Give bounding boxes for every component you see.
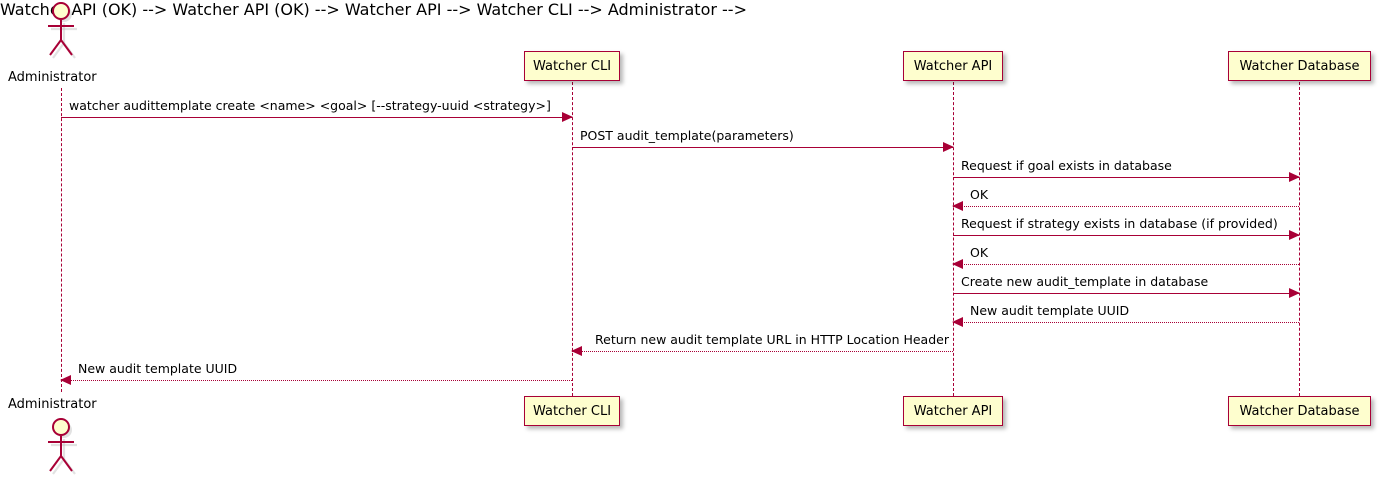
participant-box-watcher-api-top[interactable]: Watcher API <box>903 51 1003 81</box>
lifeline-watcher-api <box>953 82 954 396</box>
participant-box-watcher-database-bottom[interactable]: Watcher Database <box>1228 396 1371 426</box>
lifeline-watcher-cli <box>572 82 573 396</box>
participant-box-watcher-api-bottom[interactable]: Watcher API <box>903 396 1003 426</box>
message-line <box>953 235 1299 236</box>
message-line <box>953 206 1299 207</box>
participant-box-watcher-database-top[interactable]: Watcher Database <box>1228 51 1371 81</box>
arrowhead-right-icon <box>943 142 954 152</box>
stick-figure-icon <box>48 418 77 475</box>
participant-box-watcher-cli-top[interactable]: Watcher CLI <box>524 51 620 81</box>
message-label: New audit template UUID <box>970 303 1130 318</box>
message-label: Request if goal exists in database <box>961 158 1172 173</box>
participant-label-watcher-cli-bottom: Watcher CLI <box>532 403 612 419</box>
participant-box-watcher-cli-bottom[interactable]: Watcher CLI <box>524 396 620 426</box>
arrowhead-left-icon <box>952 259 963 269</box>
message-label: Create new audit_template in database <box>961 274 1209 289</box>
arrowhead-left-icon <box>571 346 582 356</box>
arrowhead-right-icon <box>1289 288 1300 298</box>
message-line <box>61 380 572 381</box>
message-label: New audit template UUID <box>78 361 238 376</box>
actor-label-administrator-bottom: Administrator <box>8 397 97 412</box>
message-label: Return new audit template URL in HTTP Lo… <box>595 332 949 347</box>
message-line <box>953 293 1299 294</box>
message-label: watcher audittemplate create <name> <goa… <box>69 98 551 113</box>
message-label: POST audit_template(parameters) <box>580 128 794 143</box>
arrowhead-right-icon <box>562 112 573 122</box>
arrowhead-left-icon <box>952 201 963 211</box>
message-line <box>572 147 953 148</box>
message-line <box>572 351 953 352</box>
actor-administrator-top <box>36 2 86 62</box>
participant-label-watcher-database-bottom: Watcher Database <box>1239 403 1360 419</box>
message-line <box>953 177 1299 178</box>
actor-label-administrator-top: Administrator <box>8 70 97 85</box>
message-label: Request if strategy exists in database (… <box>961 216 1278 231</box>
stick-figure-icon <box>48 2 77 59</box>
actor-administrator-bottom <box>36 418 86 478</box>
arrowhead-right-icon <box>1289 172 1300 182</box>
participant-label-watcher-cli-top: Watcher CLI <box>532 58 612 74</box>
participant-label-watcher-api-top: Watcher API <box>913 58 993 74</box>
arrowhead-left-icon <box>60 375 71 385</box>
arrowhead-left-icon <box>952 317 963 327</box>
message-line <box>61 117 572 118</box>
lifeline-administrator <box>61 88 62 392</box>
message-line <box>953 322 1299 323</box>
message-line <box>953 264 1299 265</box>
participant-label-watcher-api-bottom: Watcher API <box>913 403 993 419</box>
message-label: OK <box>970 187 989 202</box>
message-label: OK <box>970 245 989 260</box>
arrowhead-right-icon <box>1289 230 1300 240</box>
participant-label-watcher-database-top: Watcher Database <box>1239 58 1360 74</box>
